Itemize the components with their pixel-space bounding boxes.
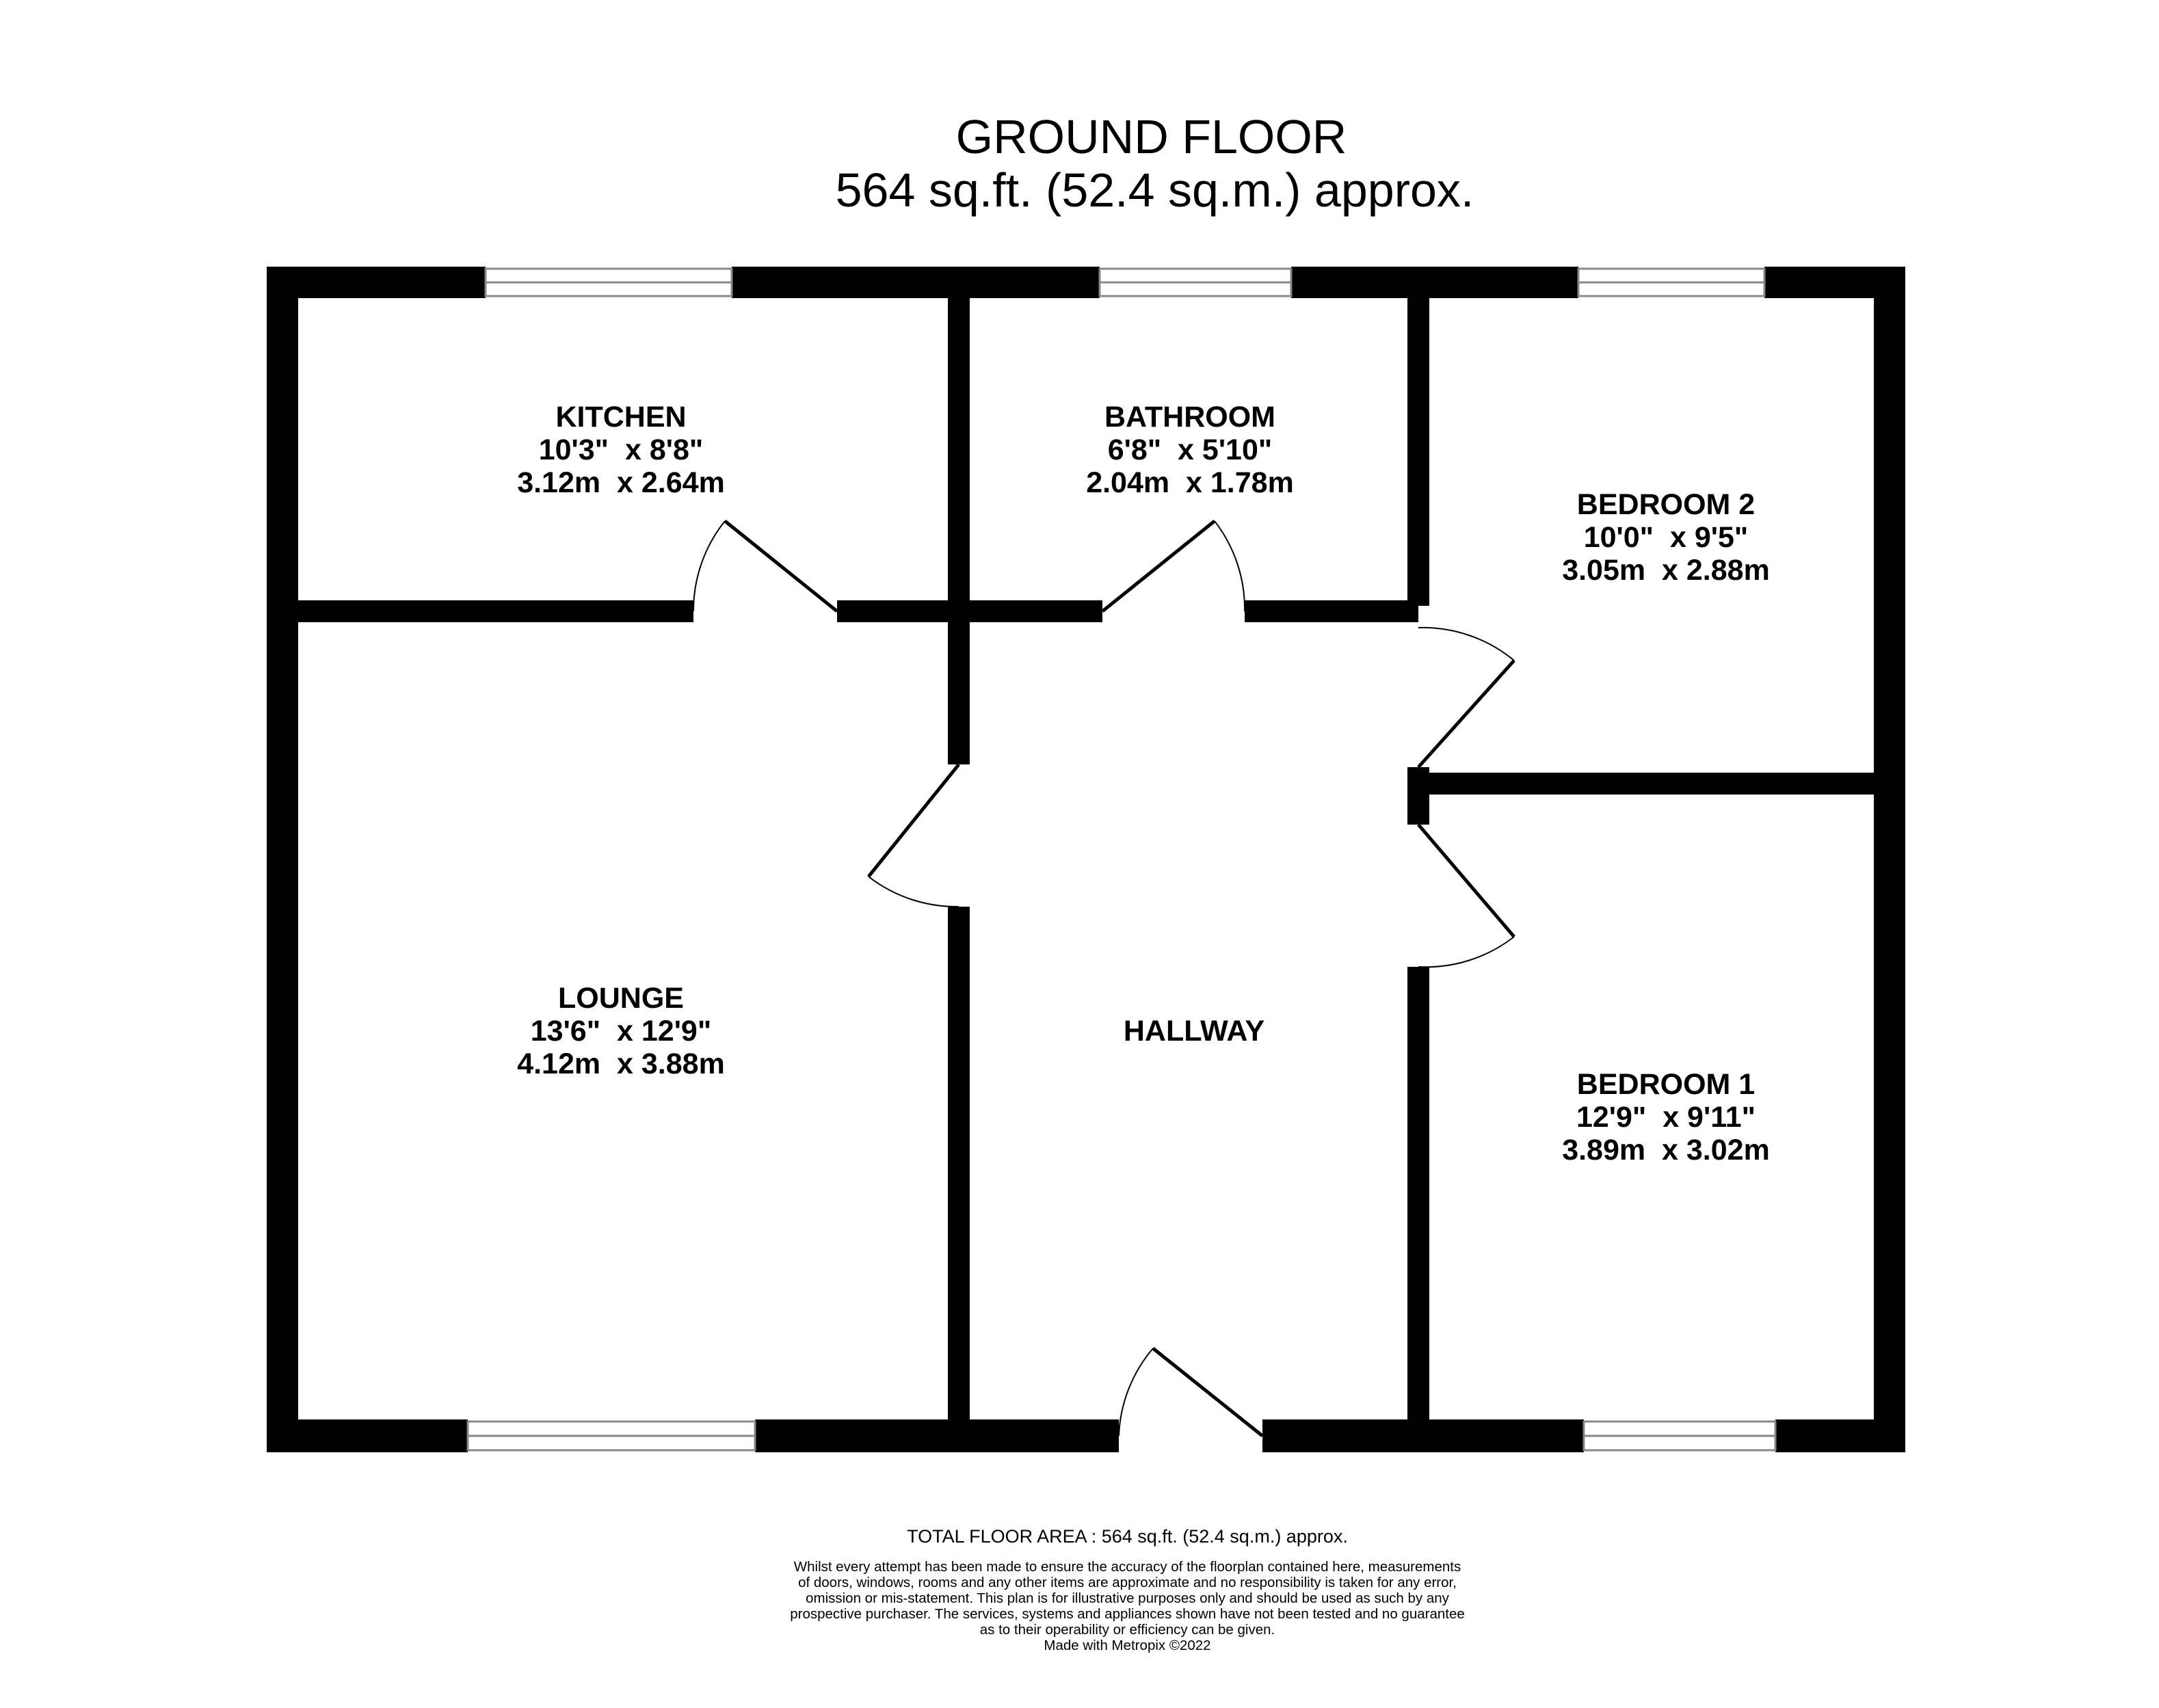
disclaimer-line: of doors, windows, rooms and any other i… — [798, 1575, 1457, 1590]
floor-title: GROUND FLOOR — [955, 110, 1347, 163]
doors — [692, 520, 1515, 1437]
room-lounge-name: LOUNGE — [558, 982, 684, 1015]
wall-kitchen-lounge-a — [298, 600, 693, 622]
room-bedroom1-metric: 3.89m x 3.02m — [1562, 1134, 1770, 1166]
room-kitchen-imperial: 10'3" x 8'8" — [538, 433, 704, 466]
total-floor-area: TOTAL FLOOR AREA : 564 sq.ft. (52.4 sq.m… — [907, 1526, 1348, 1547]
wall-bed2-bed1 — [1429, 773, 1874, 795]
wall-left — [267, 267, 298, 1452]
disclaimer-line: omission or mis-statement. This plan is … — [806, 1590, 1449, 1606]
room-lounge: LOUNGE 13'6" x 12'9" 4.12m x 3.88m — [517, 982, 725, 1080]
room-bedroom1-name: BEDROOM 1 — [1576, 1068, 1756, 1101]
door-entrance — [1118, 1347, 1264, 1437]
outer-walls — [267, 267, 1905, 1452]
room-lounge-metric: 4.12m x 3.88m — [517, 1048, 725, 1080]
wall-kitchen-bathroom — [948, 298, 970, 764]
wall-lounge-hall-lower — [948, 907, 970, 1419]
wall-right — [1874, 267, 1905, 1452]
disclaimer-line: as to their operability or efficiency ca… — [979, 1622, 1275, 1638]
wall-bathroom-bed2 — [1407, 298, 1429, 606]
wall-hall-bed1-lower — [1407, 967, 1429, 1419]
door-bedroom2 — [1417, 626, 1515, 769]
disclaimer-line: prospective purchaser. The services, sys… — [790, 1606, 1465, 1622]
windows — [466, 267, 1777, 1452]
window-bedroom1 — [1582, 1420, 1777, 1452]
room-bathroom-imperial: 6'8" x 5'10" — [1107, 433, 1273, 466]
room-kitchen-metric: 3.12m x 2.64m — [517, 466, 725, 499]
room-bathroom-metric: 2.04m x 1.78m — [1086, 466, 1294, 499]
door-kitchen — [692, 520, 838, 613]
window-kitchen — [484, 267, 733, 297]
room-kitchen: KITCHEN 10'3" x 8'8" 3.12m x 2.64m — [517, 401, 725, 499]
room-bathroom: BATHROOM 6'8" x 5'10" 2.04m x 1.78m — [1086, 401, 1294, 499]
door-bathroom — [1101, 520, 1246, 613]
room-bedroom2-name: BEDROOM 2 — [1576, 488, 1756, 521]
interior-walls — [298, 298, 1874, 1419]
window-bedroom2 — [1577, 267, 1766, 297]
wall-bottom-2 — [755, 1419, 1119, 1452]
wall-bottom-1 — [267, 1419, 468, 1452]
room-lounge-imperial: 13'6" x 12'9" — [530, 1015, 712, 1048]
room-bedroom1: BEDROOM 1 12'9" x 9'11" 3.89m x 3.02m — [1562, 1068, 1770, 1166]
room-bedroom2-metric: 3.05m x 2.88m — [1562, 554, 1770, 587]
room-bedroom2-imperial: 10'0" x 9'5" — [1583, 521, 1749, 554]
room-bathroom-name: BATHROOM — [1104, 401, 1276, 433]
disclaimer: Whilst every attempt has been made to en… — [0, 1559, 2159, 1653]
wall-top-1 — [267, 267, 486, 298]
room-bedroom2: BEDROOM 2 10'0" x 9'5" 3.05m x 2.88m — [1562, 488, 1770, 587]
wall-top-3 — [1291, 267, 1578, 298]
credit: Made with Metropix ©2022 — [1044, 1638, 1211, 1653]
floor-area: 564 sq.ft. (52.4 sq.m.) approx. — [835, 163, 1474, 217]
window-bathroom — [1098, 267, 1293, 297]
room-bedroom1-imperial: 12'9" x 9'11" — [1576, 1101, 1756, 1134]
wall-hall-bed-stub — [1407, 767, 1429, 825]
door-bedroom1 — [1417, 823, 1515, 968]
disclaimer-line: Whilst every attempt has been made to en… — [793, 1559, 1461, 1575]
wall-bottom-3 — [1262, 1419, 1584, 1452]
wall-bathroom-hall-b — [1245, 600, 1418, 622]
room-hallway-name: HALLWAY — [1123, 1015, 1265, 1048]
window-lounge — [466, 1420, 756, 1452]
wall-top-2 — [732, 267, 1100, 298]
door-lounge — [867, 763, 960, 908]
room-kitchen-name: KITCHEN — [555, 401, 687, 433]
room-hallway: HALLWAY — [1124, 1015, 1264, 1048]
